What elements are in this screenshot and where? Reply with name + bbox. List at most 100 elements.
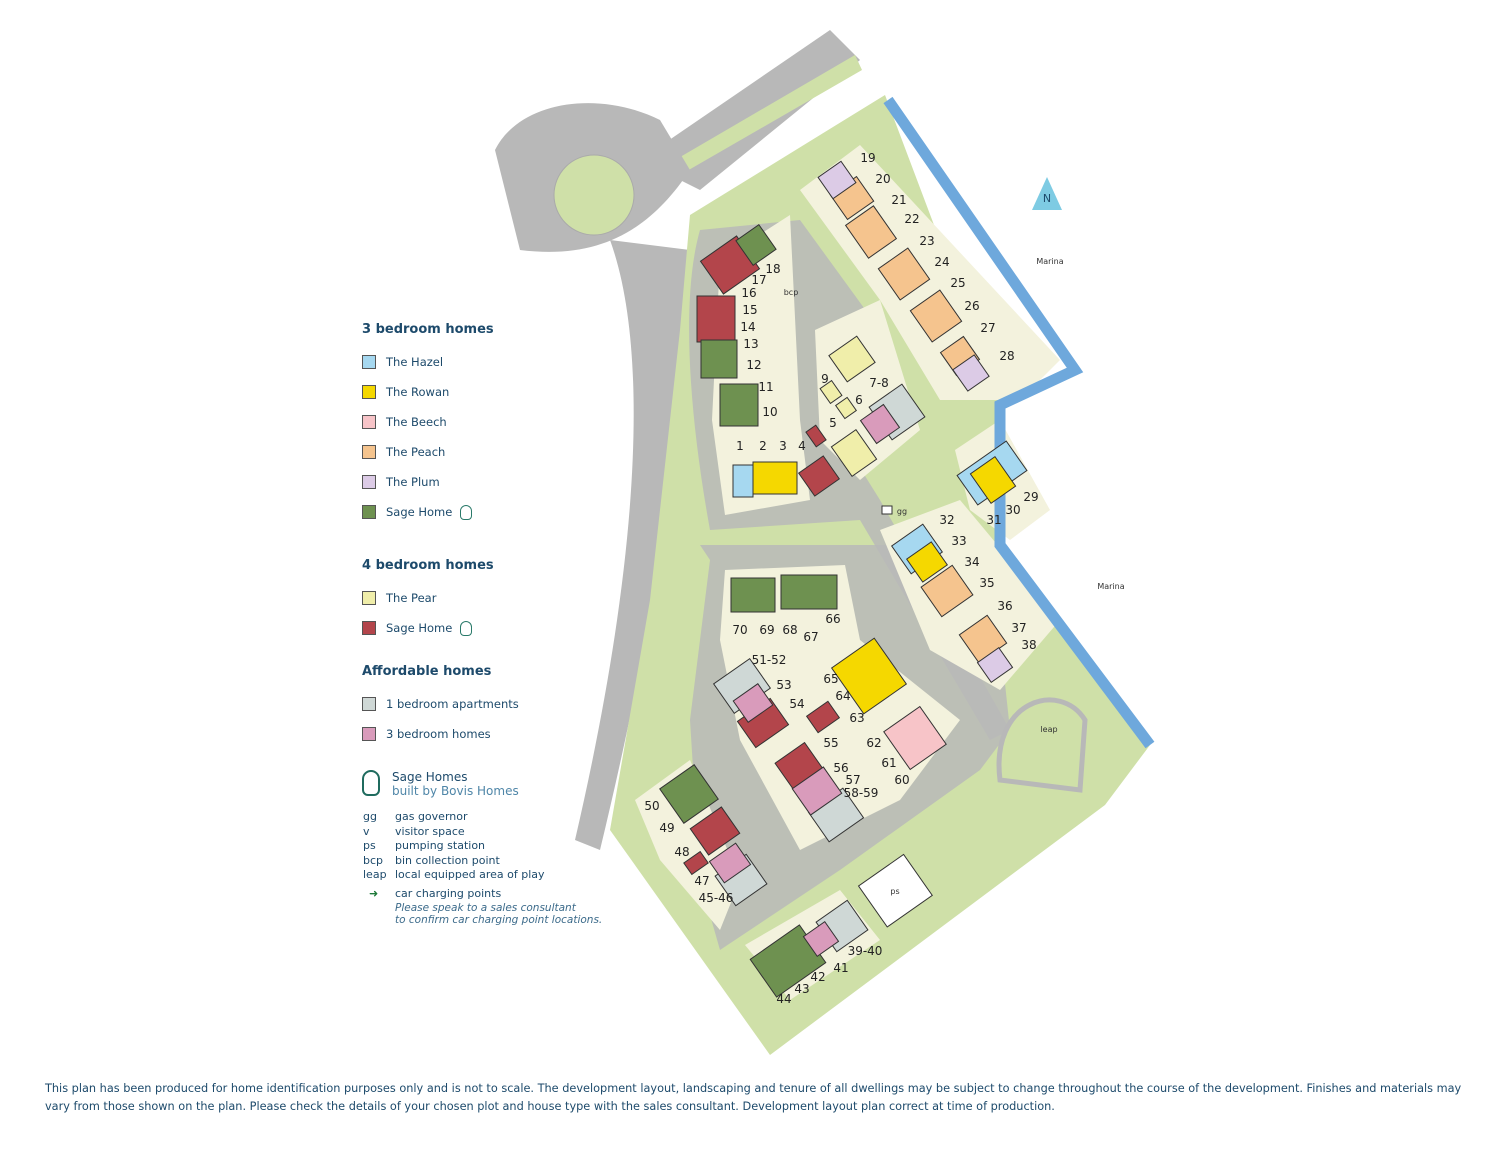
- plot-number[interactable]: 18: [765, 262, 780, 276]
- house-footprint[interactable]: [732, 464, 754, 498]
- plot-number[interactable]: 56: [833, 761, 848, 775]
- house-footprint[interactable]: [732, 683, 774, 723]
- plot-number[interactable]: 63: [849, 711, 864, 725]
- house-footprint[interactable]: [877, 247, 931, 301]
- plot-number[interactable]: 55: [823, 736, 838, 750]
- house-footprint[interactable]: [909, 289, 963, 343]
- plot-number[interactable]: 37: [1011, 621, 1026, 635]
- house-footprint[interactable]: [797, 455, 841, 497]
- house-footprint[interactable]: [830, 637, 908, 715]
- plot-number[interactable]: 38: [1021, 638, 1036, 652]
- plot-number[interactable]: 50: [644, 799, 659, 813]
- plot-number[interactable]: 30: [1005, 503, 1020, 517]
- house-footprint[interactable]: [952, 354, 990, 392]
- house-footprint[interactable]: [905, 541, 949, 583]
- house-footprint[interactable]: [700, 339, 738, 379]
- plot-number[interactable]: 51-52: [752, 653, 787, 667]
- plot-number[interactable]: 9: [821, 372, 829, 386]
- house-footprint[interactable]: [828, 335, 876, 383]
- house-footprint[interactable]: [830, 428, 878, 478]
- plot-number[interactable]: 44: [776, 992, 791, 1006]
- plot-number[interactable]: 61: [881, 756, 896, 770]
- house-footprint[interactable]: [683, 850, 709, 876]
- house-footprint[interactable]: [819, 379, 843, 405]
- house-footprint[interactable]: [802, 921, 840, 957]
- plot-number[interactable]: 14: [740, 320, 755, 334]
- plot-number[interactable]: 16: [741, 286, 756, 300]
- legend-item: The Peach: [362, 437, 622, 467]
- house-footprint[interactable]: [708, 842, 752, 884]
- house-footprint[interactable]: [696, 295, 736, 343]
- house-footprint[interactable]: [805, 700, 841, 734]
- plot-number[interactable]: 10: [762, 405, 777, 419]
- plot-number[interactable]: 48: [674, 845, 689, 859]
- house-footprint[interactable]: [719, 383, 759, 427]
- house-footprint[interactable]: [730, 577, 776, 613]
- plot-number[interactable]: 2: [759, 439, 767, 453]
- plot-number[interactable]: 13: [743, 337, 758, 351]
- plot-number[interactable]: 3: [779, 439, 787, 453]
- plot-number[interactable]: 15: [742, 303, 757, 317]
- plot-number[interactable]: 35: [979, 576, 994, 590]
- plot-number[interactable]: 1: [736, 439, 744, 453]
- plot-number[interactable]: 12: [746, 358, 761, 372]
- plot-number[interactable]: 34: [964, 555, 979, 569]
- plot-number[interactable]: 33: [951, 534, 966, 548]
- house-footprint[interactable]: [791, 766, 843, 816]
- plot-number[interactable]: 70: [732, 623, 747, 637]
- plot-number[interactable]: 19: [860, 151, 875, 165]
- house-footprint[interactable]: [817, 160, 857, 200]
- plot-number[interactable]: 62: [866, 736, 881, 750]
- plot-number[interactable]: 6: [855, 393, 863, 407]
- plot-number[interactable]: 36: [997, 599, 1012, 613]
- plot-number[interactable]: 68: [782, 623, 797, 637]
- house-footprint[interactable]: [780, 574, 838, 610]
- house-footprint[interactable]: [752, 461, 798, 495]
- house-footprint[interactable]: [976, 647, 1014, 683]
- plot-number[interactable]: 20: [875, 172, 890, 186]
- plot-number[interactable]: 4: [798, 439, 806, 453]
- plot-number[interactable]: 24: [934, 255, 949, 269]
- plot-number[interactable]: 21: [891, 193, 906, 207]
- plot-number[interactable]: 69: [759, 623, 774, 637]
- plot-number[interactable]: 43: [794, 982, 809, 996]
- plot-number[interactable]: 42: [810, 970, 825, 984]
- plot-number[interactable]: 25: [950, 276, 965, 290]
- plot-number[interactable]: 11: [758, 380, 773, 394]
- plot-number[interactable]: 47: [694, 874, 709, 888]
- house-footprint[interactable]: [659, 764, 719, 824]
- plot-number[interactable]: 28: [999, 349, 1014, 363]
- house-footprint[interactable]: [883, 705, 947, 771]
- house-footprint[interactable]: [859, 403, 901, 445]
- plot-number[interactable]: 67: [803, 630, 818, 644]
- plot-number[interactable]: 53: [776, 678, 791, 692]
- plot-number[interactable]: 5: [829, 416, 837, 430]
- plot-number[interactable]: 7-8: [869, 376, 889, 390]
- house-footprint[interactable]: [969, 455, 1017, 505]
- plot-number[interactable]: 27: [980, 321, 995, 335]
- plot-number[interactable]: 29: [1023, 490, 1038, 504]
- plot-number[interactable]: 26: [964, 299, 979, 313]
- plot-number[interactable]: 17: [751, 273, 766, 287]
- plot-number[interactable]: 54: [789, 697, 804, 711]
- plot-number[interactable]: 57: [845, 773, 860, 787]
- plot-number[interactable]: 58-59: [844, 786, 879, 800]
- plot-number[interactable]: 23: [919, 234, 934, 248]
- house-footprint[interactable]: [735, 223, 777, 267]
- plot-number[interactable]: 22: [904, 212, 919, 226]
- house-footprint[interactable]: [834, 396, 858, 420]
- plot-number[interactable]: 66: [825, 612, 840, 626]
- plot-number[interactable]: 45-46: [699, 891, 734, 905]
- plot-number[interactable]: 65: [823, 672, 838, 686]
- plot-number[interactable]: 31: [986, 513, 1001, 527]
- plot-number[interactable]: 60: [894, 773, 909, 787]
- house-footprint[interactable]: [844, 205, 898, 259]
- plot-number[interactable]: 49: [659, 821, 674, 835]
- plot-number[interactable]: 39-40: [848, 944, 883, 958]
- house-footprint[interactable]: [805, 424, 827, 448]
- plot-number[interactable]: 64: [835, 689, 850, 703]
- house-footprint[interactable]: [689, 806, 741, 856]
- house-footprint[interactable]: [920, 564, 974, 618]
- plot-number[interactable]: 32: [939, 513, 954, 527]
- plot-number[interactable]: 41: [833, 961, 848, 975]
